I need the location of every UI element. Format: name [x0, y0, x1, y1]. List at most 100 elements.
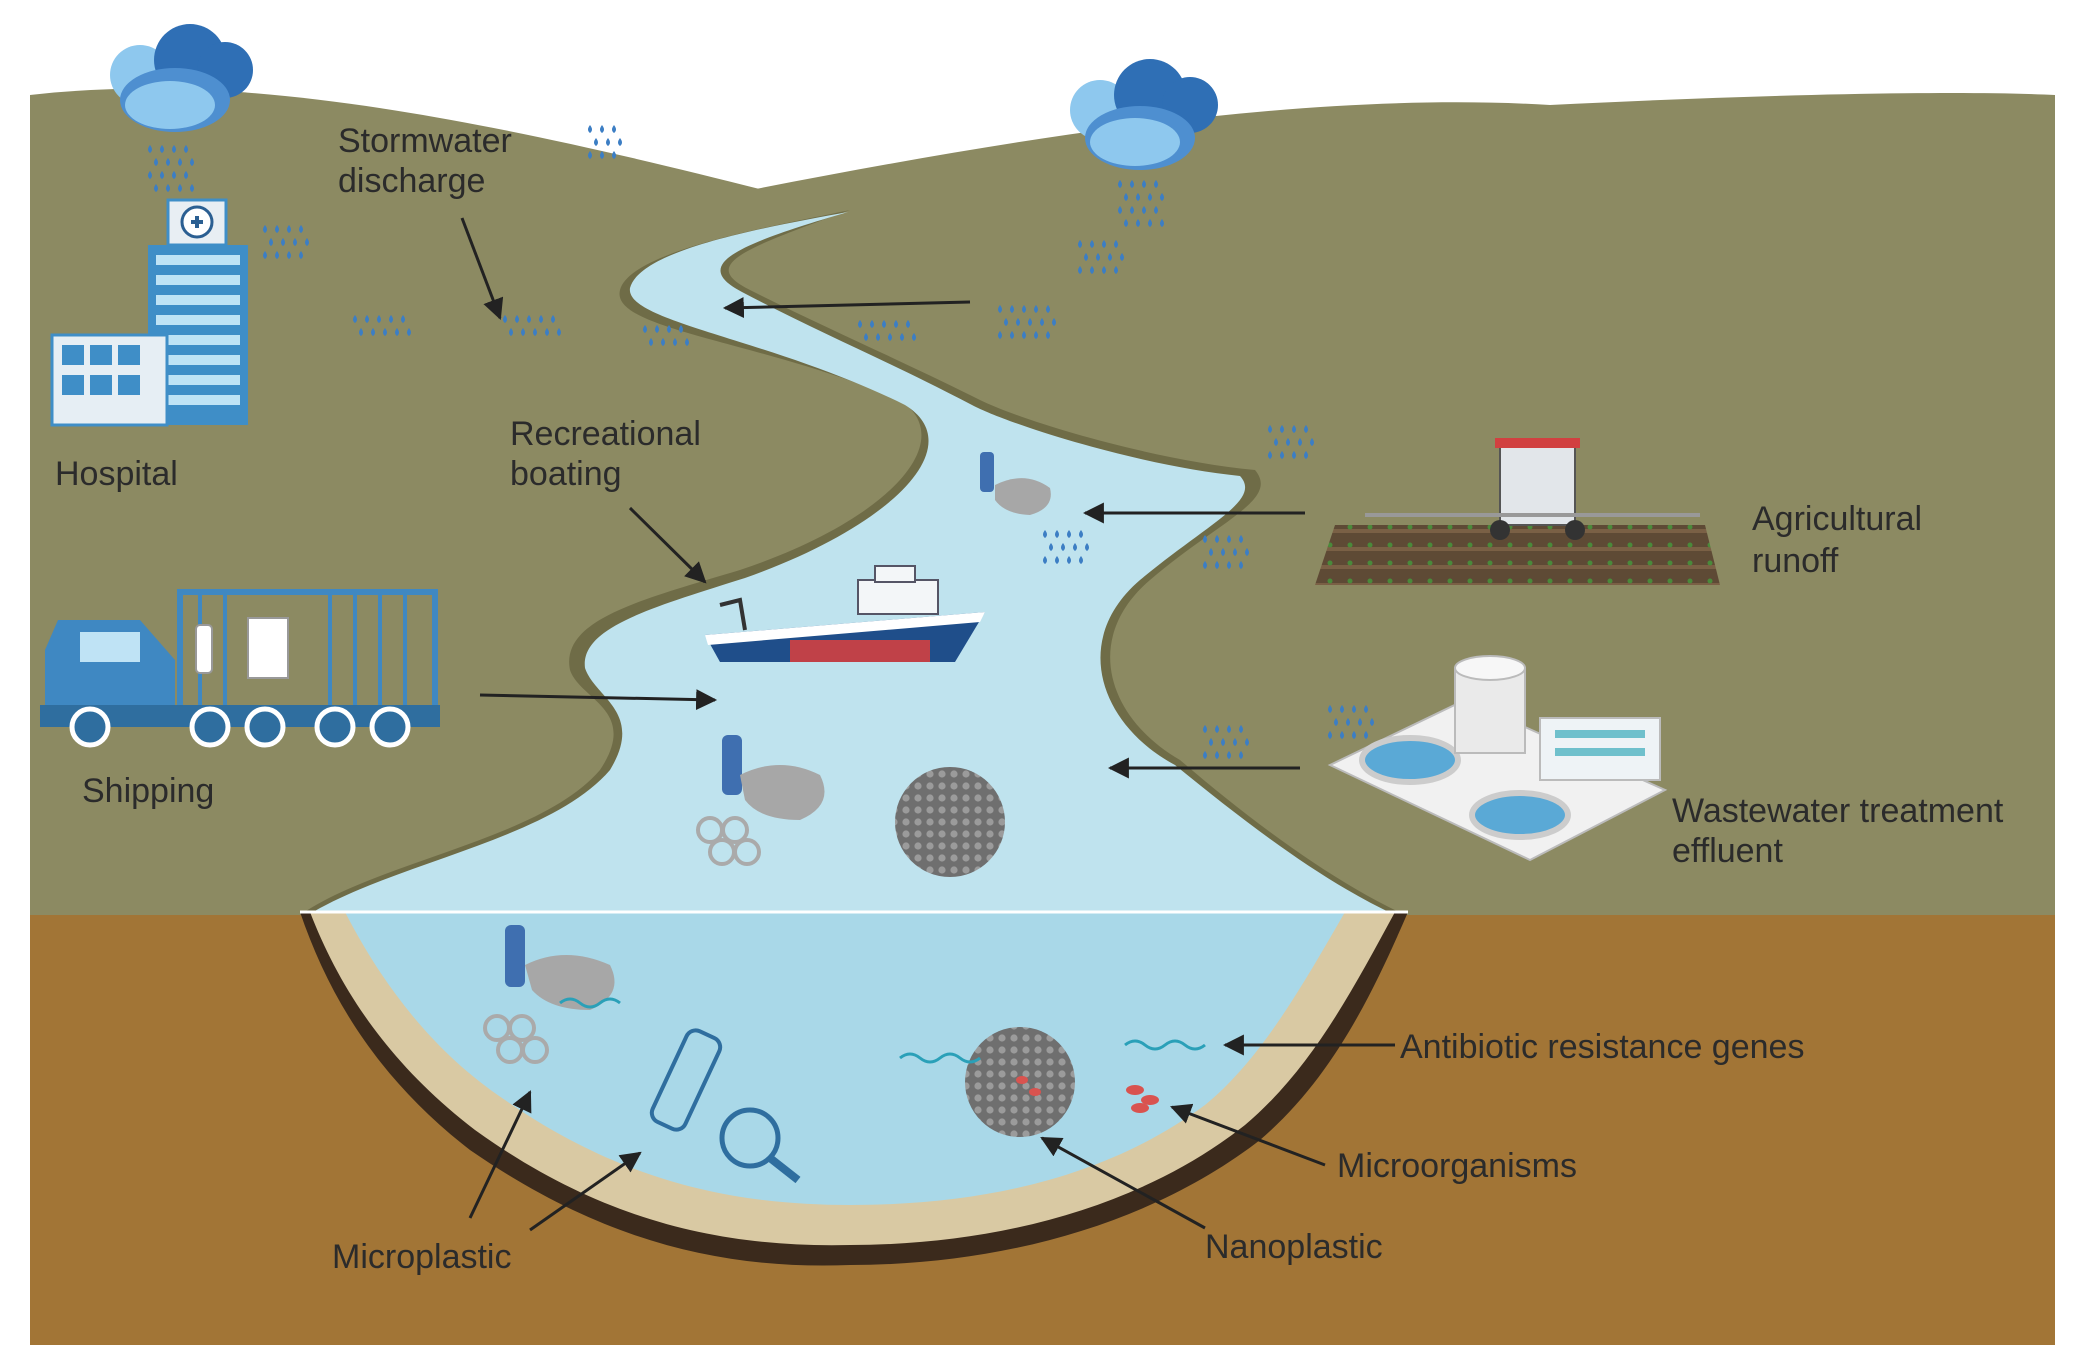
raindrop [1078, 240, 1082, 248]
raindrop [1203, 535, 1207, 543]
raindrop [685, 338, 689, 346]
raindrop [594, 138, 598, 146]
raindrop [673, 338, 677, 346]
labels: Stormwater discharge Hospital Recreation… [55, 122, 2004, 1276]
raindrop [1016, 318, 1020, 326]
raindrop [667, 325, 671, 333]
raindrop [1079, 530, 1083, 538]
raindrop [521, 328, 525, 336]
hospital-icon [50, 198, 248, 427]
raindrop [600, 125, 604, 133]
raindrop [1067, 556, 1071, 564]
raindrop [1022, 305, 1026, 313]
raindrop [383, 328, 387, 336]
raindrop [287, 251, 291, 259]
raindrop [1055, 530, 1059, 538]
raindrop [1280, 451, 1284, 459]
raindrop [1268, 451, 1272, 459]
raindrop [299, 251, 303, 259]
raindrop [1215, 725, 1219, 733]
raindrop [1203, 751, 1207, 759]
raindrop [166, 184, 170, 192]
raindrop [1334, 718, 1338, 726]
raindrop [1203, 725, 1207, 733]
label-hospital: Hospital [55, 455, 178, 493]
raindrop [1233, 738, 1237, 746]
raindrop [1160, 219, 1164, 227]
label-arg: Antibiotic resistance genes [1400, 1028, 1804, 1066]
label-recreational-1: Recreational [510, 415, 701, 453]
arrow-nanoplastic [1040, 1136, 1206, 1230]
label-stormwater-2: discharge [338, 162, 485, 200]
raindrop [1061, 543, 1065, 551]
raindrop [1079, 556, 1083, 564]
label-wastewater-2: effluent [1672, 832, 1783, 870]
raindrop [178, 184, 182, 192]
raindrop [184, 145, 188, 153]
raindrop [1004, 318, 1008, 326]
agricultural-field-icon [1315, 438, 1720, 585]
arrow-microplastic-1 [468, 1090, 532, 1219]
raindrop [1114, 266, 1118, 274]
raindrop [154, 184, 158, 192]
raindrop [503, 315, 507, 323]
raindrop [906, 320, 910, 328]
raindrop [1227, 561, 1231, 569]
raindrop [184, 171, 188, 179]
raindrop [1209, 738, 1213, 746]
raindrop [533, 328, 537, 336]
raindrop [1245, 738, 1249, 746]
label-nanoplastic: Nanoplastic [1205, 1228, 1383, 1266]
raindrop [407, 328, 411, 336]
raindrop [1124, 193, 1128, 201]
raindrop [1245, 548, 1249, 556]
raindrop [1304, 451, 1308, 459]
wastewater-plant-icon [1327, 655, 1668, 862]
raindrop [1043, 530, 1047, 538]
raindrop [1154, 206, 1158, 214]
raindrop [1040, 318, 1044, 326]
raindrop [1239, 725, 1243, 733]
raindrop [389, 315, 393, 323]
raindrop [1239, 751, 1243, 759]
microorganism-icon [1016, 1076, 1159, 1113]
raindrop [281, 238, 285, 246]
nanoplastic-sphere-surface [895, 767, 1005, 877]
raindrop [612, 125, 616, 133]
raindrop [1221, 738, 1225, 746]
raindrop [1073, 543, 1077, 551]
raindrop [643, 325, 647, 333]
raindrop [305, 238, 309, 246]
raindrop [1239, 561, 1243, 569]
label-agricultural-1: Agricultural [1752, 500, 1922, 538]
arrow-stormwater-right [722, 297, 971, 319]
raindrop [172, 145, 176, 153]
raindrop [606, 138, 610, 146]
raindrop [299, 225, 303, 233]
raindrop [1239, 535, 1243, 543]
raindrop [287, 225, 291, 233]
raindrop [178, 158, 182, 166]
raindrop [1304, 425, 1308, 433]
raindrop [1268, 425, 1272, 433]
raindrop [1310, 438, 1314, 446]
raindrop [1067, 530, 1071, 538]
raindrop [1227, 535, 1231, 543]
cloud-icon-right [1070, 59, 1218, 170]
raindrop [1049, 543, 1053, 551]
raindrop [1352, 705, 1356, 713]
dna-icon [559, 997, 1206, 1064]
raindrop [1215, 751, 1219, 759]
raindrop [1084, 253, 1088, 261]
raindrop [1286, 438, 1290, 446]
raindrop [1130, 206, 1134, 214]
raindrop [1209, 548, 1213, 556]
label-wastewater-1: Wastewater treatment [1672, 792, 2004, 830]
raindrop [1364, 731, 1368, 739]
raindrop [401, 315, 405, 323]
raindrop [1280, 425, 1284, 433]
raindrop [1102, 240, 1106, 248]
raindrop [1052, 318, 1056, 326]
raindrop [1085, 543, 1089, 551]
